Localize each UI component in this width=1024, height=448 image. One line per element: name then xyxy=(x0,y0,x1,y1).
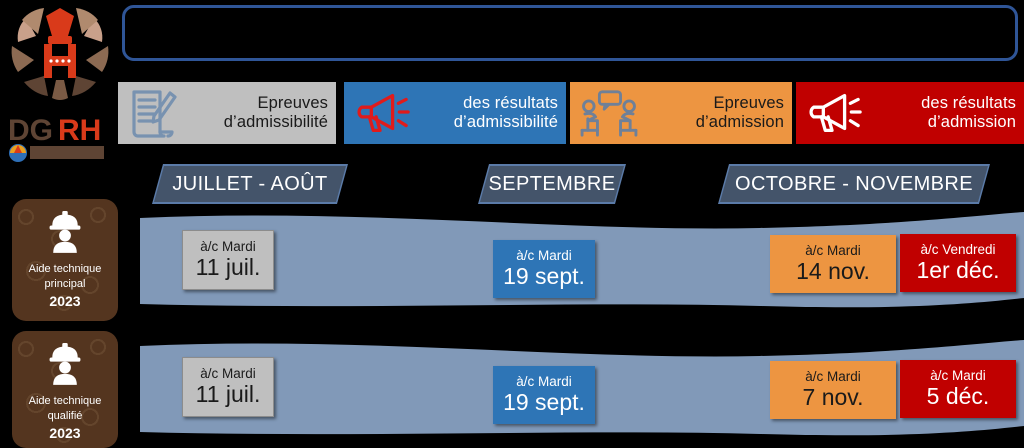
chip-date: 14 nov. xyxy=(796,258,870,285)
date-chip-row2-resultats-admissibilite: à/c Mardi 19 sept. xyxy=(493,366,595,424)
chip-prefix: à/c Mardi xyxy=(805,242,861,258)
chip-prefix: à/c Mardi xyxy=(200,365,256,381)
logo: DG RH xyxy=(0,0,118,170)
category-year: 2023 xyxy=(49,292,81,309)
legend-item-label: Epreuves d’admission xyxy=(695,93,784,131)
chip-prefix: à/c Mardi xyxy=(516,373,572,389)
chip-date: 1er déc. xyxy=(916,257,1000,284)
megaphone-icon xyxy=(804,89,862,137)
chip-date: 11 juil. xyxy=(195,254,261,281)
legend-item-resultats-admissibilite: des résultats d’admissibilité xyxy=(344,82,566,144)
date-chip-row1-admission: à/c Mardi 14 nov. xyxy=(770,235,896,293)
document-pencil-icon xyxy=(126,87,182,139)
legend-item-epreuves-admission: Epreuves d’admission xyxy=(570,82,792,144)
date-chip-row1-admissibilite: à/c Mardi 11 juil. xyxy=(182,230,274,290)
category-label: Aide technique qualifié xyxy=(28,395,102,422)
chip-date: 19 sept. xyxy=(503,389,585,416)
worker-helmet-icon xyxy=(45,341,85,390)
interview-people-icon xyxy=(578,88,640,138)
chip-prefix: à/c Mardi xyxy=(805,368,861,384)
chip-prefix: à/c Vendredi xyxy=(920,241,996,257)
legend: Epreuves d’admissibilité des résultats d… xyxy=(118,82,1024,144)
month-label: JUILLET - AOÛT xyxy=(172,172,328,195)
month-ribbon-juillet-aout: JUILLET - AOÛT xyxy=(154,166,346,202)
category-card-aide-technique-principal: Aide technique principal 2023 xyxy=(12,199,118,321)
date-chip-row2-resultats-admission: à/c Mardi 5 déc. xyxy=(900,360,1016,418)
category-year: 2023 xyxy=(49,424,81,441)
dgrh-emblem-icon xyxy=(4,2,116,112)
month-label: OCTOBRE - NOVEMBRE xyxy=(735,172,973,195)
category-card-aide-technique-qualifie: Aide technique qualifié 2023 xyxy=(12,331,118,448)
date-chip-row1-resultats-admission: à/c Vendredi 1er déc. xyxy=(900,234,1016,292)
chip-date: 5 déc. xyxy=(926,383,990,410)
chip-date: 11 juil. xyxy=(195,381,261,408)
date-chip-row2-admission: à/c Mardi 7 nov. xyxy=(770,361,896,419)
date-chip-row2-admissibilite: à/c Mardi 11 juil. xyxy=(182,357,274,417)
legend-item-epreuves-admissibilite: Epreuves d’admissibilité xyxy=(118,82,336,144)
legend-item-label: des résultats d’admissibilité xyxy=(453,93,558,131)
category-label: Aide technique principal xyxy=(28,263,102,290)
svg-text:DG: DG xyxy=(8,114,53,147)
chip-prefix: à/c Mardi xyxy=(200,238,256,254)
worker-helmet-icon xyxy=(45,209,85,258)
legend-item-label: Epreuves d’admissibilité xyxy=(223,93,328,131)
megaphone-icon xyxy=(352,89,410,137)
legend-item-resultats-admission: des résultats d’admission xyxy=(796,82,1024,144)
logo-wordmark: DG RH xyxy=(6,108,118,164)
month-ribbon-septembre: SEPTEMBRE xyxy=(480,166,624,202)
month-ribbon-octobre-novembre: OCTOBRE - NOVEMBRE xyxy=(720,166,988,202)
chip-prefix: à/c Mardi xyxy=(516,247,572,263)
chip-date: 7 nov. xyxy=(802,384,864,411)
chip-date: 19 sept. xyxy=(503,263,585,290)
month-label: SEPTEMBRE xyxy=(488,172,616,195)
svg-text:RH: RH xyxy=(58,114,101,147)
title-banner xyxy=(122,5,1018,61)
legend-item-label: des résultats d’admission xyxy=(921,93,1016,131)
date-chip-row1-resultats-admissibilite: à/c Mardi 19 sept. xyxy=(493,240,595,298)
chip-prefix: à/c Mardi xyxy=(930,367,986,383)
